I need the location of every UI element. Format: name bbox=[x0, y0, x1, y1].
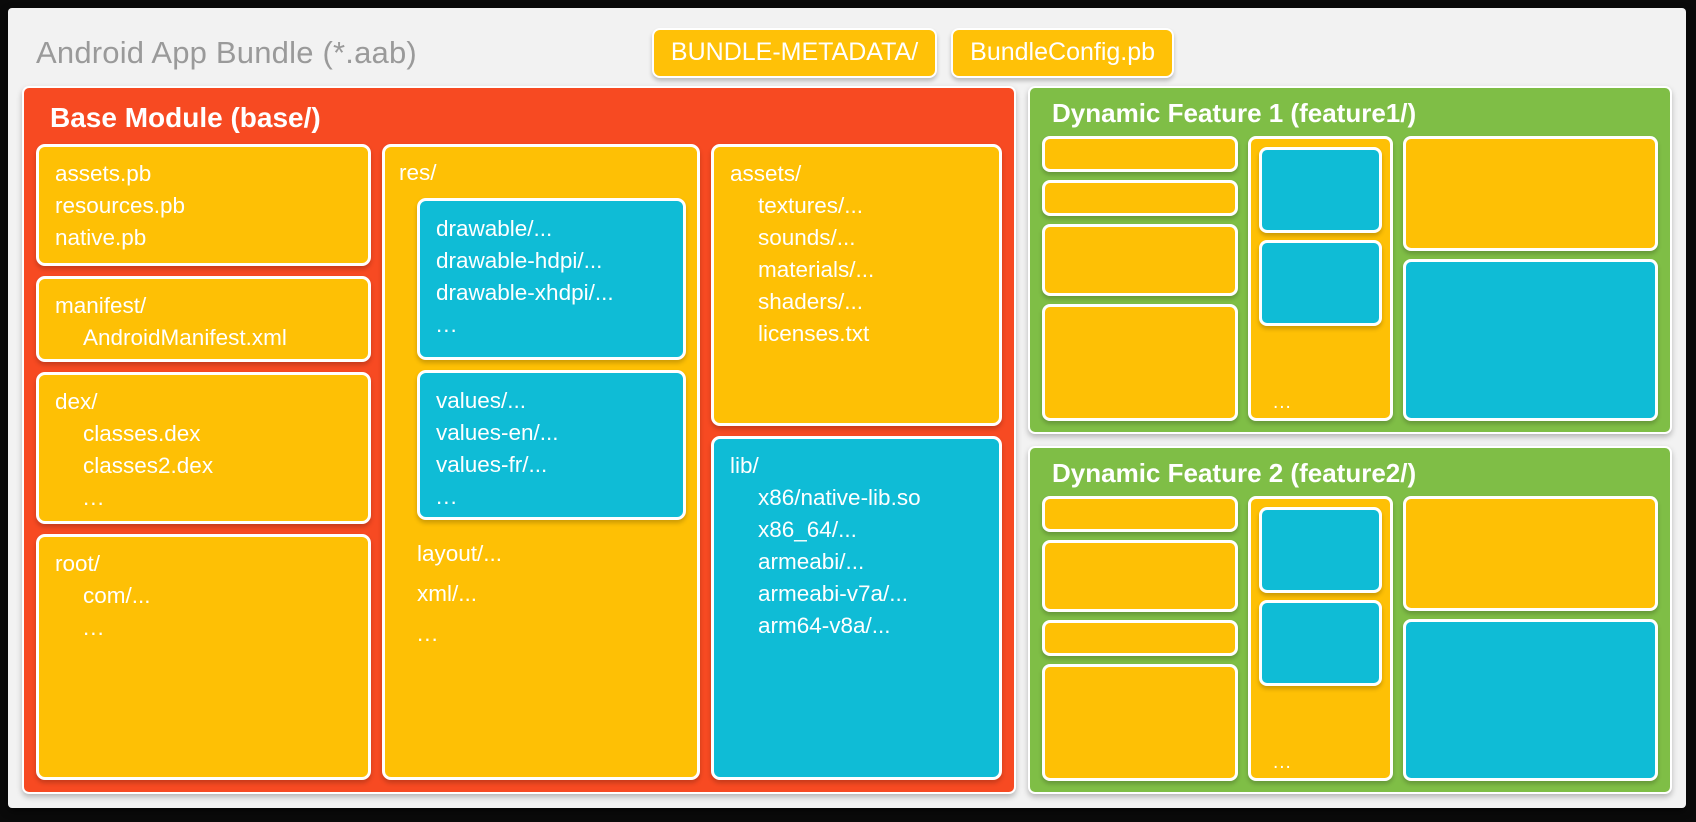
values-line-2: values-en/... bbox=[436, 419, 559, 445]
root-ellipsis: ... bbox=[83, 614, 105, 640]
manifest-dir-label: manifest/ bbox=[55, 293, 147, 318]
page-title: Android App Bundle (*.aab) bbox=[36, 35, 417, 70]
diagram-body: Base Module (base/) assets.pb resources.… bbox=[22, 86, 1672, 794]
drawable-line-1: drawable/... bbox=[436, 215, 553, 241]
diagram-header: Android App Bundle (*.aab) BUNDLE-METADA… bbox=[22, 20, 1672, 86]
manifest-file-label: AndroidManifest.xml bbox=[83, 324, 287, 350]
root-dir-label: root/ bbox=[55, 551, 101, 576]
protos-line-2: resources.pb bbox=[55, 192, 186, 218]
values-line-1: values/... bbox=[436, 387, 527, 413]
feature-2-assets-box[interactable] bbox=[1403, 496, 1658, 611]
assets-licenses: licenses.txt bbox=[758, 320, 870, 346]
res-dir-label: res/ bbox=[399, 160, 437, 185]
feature-2-box-3[interactable] bbox=[1042, 620, 1238, 656]
feature-1-box-4[interactable] bbox=[1042, 304, 1238, 421]
feature-2-res-sub-1[interactable] bbox=[1259, 507, 1382, 593]
dex-ellipsis: ... bbox=[83, 484, 105, 510]
protos-line-1: assets.pb bbox=[55, 161, 152, 186]
lib-armeabi-v7a: armeabi-v7a/... bbox=[758, 580, 909, 606]
assets-dir-label: assets/ bbox=[730, 161, 802, 186]
feature-1-column-1 bbox=[1042, 136, 1238, 421]
feature-1-columns: ... bbox=[1042, 136, 1658, 421]
base-module-title: Base Module (base/) bbox=[50, 102, 321, 133]
feature-2-box-1[interactable] bbox=[1042, 496, 1238, 532]
dynamic-feature-2-panel: Dynamic Feature 2 (feature2/) bbox=[1028, 446, 1672, 794]
base-column-b: res/ drawable/... drawable-hdpi/... draw… bbox=[382, 144, 700, 780]
bundle-metadata-pill[interactable]: BUNDLE-METADATA/ bbox=[651, 27, 938, 79]
manifest-card[interactable]: manifest/ AndroidManifest.xml bbox=[36, 276, 371, 362]
assets-card[interactable]: assets/ textures/... sounds/... material… bbox=[711, 144, 1002, 426]
drawable-line-3: drawable-xhdpi/... bbox=[436, 279, 614, 305]
diagram-page: Android App Bundle (*.aab) BUNDLE-METADA… bbox=[8, 8, 1686, 808]
protos-line-3: native.pb bbox=[55, 224, 147, 250]
feature-2-res-ellipsis: ... bbox=[1273, 752, 1292, 773]
res-drawable-card[interactable]: drawable/... drawable-hdpi/... drawable-… bbox=[417, 197, 686, 360]
feature-2-lib-box[interactable] bbox=[1403, 619, 1658, 781]
feature-1-res-ellipsis: ... bbox=[1273, 392, 1292, 413]
feature-2-res-sub-2[interactable] bbox=[1259, 600, 1382, 686]
feature-1-lib-box[interactable] bbox=[1403, 259, 1658, 421]
feature-1-box-1[interactable] bbox=[1042, 136, 1238, 172]
feature-2-column-1 bbox=[1042, 496, 1238, 781]
res-card[interactable]: res/ drawable/... drawable-hdpi/... draw… bbox=[382, 144, 700, 780]
feature-1-box-2[interactable] bbox=[1042, 180, 1238, 216]
base-module-columns: assets.pb resources.pb native.pb manifes… bbox=[36, 144, 1002, 780]
dynamic-features-column: Dynamic Feature 1 (feature1/) bbox=[1028, 86, 1672, 794]
assets-textures: textures/... bbox=[758, 192, 864, 218]
dex-file-1: classes.dex bbox=[83, 420, 201, 446]
res-ellipsis: ... bbox=[417, 620, 439, 646]
root-card[interactable]: root/ com/... ... bbox=[36, 534, 371, 780]
drawable-line-2: drawable-hdpi/... bbox=[436, 247, 603, 273]
lib-x86: x86/native-lib.so bbox=[758, 484, 921, 510]
dynamic-feature-1-title: Dynamic Feature 1 (feature1/) bbox=[1052, 98, 1417, 128]
feature-2-columns: ... bbox=[1042, 496, 1658, 781]
lib-dir-label: lib/ bbox=[730, 453, 759, 478]
res-layout-label: layout/... bbox=[417, 540, 503, 566]
header-pill-group: BUNDLE-METADATA/ BundleConfig.pb bbox=[651, 27, 1175, 79]
lib-arm64-v8a: arm64-v8a/... bbox=[758, 612, 891, 638]
feature-1-column-3 bbox=[1403, 136, 1658, 421]
feature-2-column-2: ... bbox=[1248, 496, 1393, 781]
assets-shaders: shaders/... bbox=[758, 288, 864, 314]
feature-1-res-sub-1[interactable] bbox=[1259, 147, 1382, 233]
values-line-3: values-fr/... bbox=[436, 451, 548, 477]
dynamic-feature-1-panel: Dynamic Feature 1 (feature1/) bbox=[1028, 86, 1672, 434]
base-module-panel: Base Module (base/) assets.pb resources.… bbox=[22, 86, 1016, 794]
res-values-card[interactable]: values/... values-en/... values-fr/... .… bbox=[417, 369, 686, 520]
dex-card[interactable]: dex/ classes.dex classes2.dex ... bbox=[36, 372, 371, 524]
assets-materials: materials/... bbox=[758, 256, 875, 282]
dex-dir-label: dex/ bbox=[55, 389, 98, 414]
feature-2-box-4[interactable] bbox=[1042, 664, 1238, 781]
lib-x86-64: x86_64/... bbox=[758, 516, 857, 542]
lib-card[interactable]: lib/ x86/native-lib.so x86_64/... armeab… bbox=[711, 436, 1002, 780]
drawable-ellipsis: ... bbox=[436, 311, 458, 337]
feature-1-assets-box[interactable] bbox=[1403, 136, 1658, 251]
root-com-label: com/... bbox=[83, 582, 151, 608]
feature-1-res-sub-2[interactable] bbox=[1259, 240, 1382, 326]
assets-sounds: sounds/... bbox=[758, 224, 856, 250]
lib-armeabi: armeabi/... bbox=[758, 548, 865, 574]
dex-file-2: classes2.dex bbox=[83, 452, 214, 478]
res-xml-label: xml/... bbox=[417, 580, 477, 606]
values-ellipsis: ... bbox=[436, 483, 458, 509]
base-column-a: assets.pb resources.pb native.pb manifes… bbox=[36, 144, 371, 780]
base-column-c: assets/ textures/... sounds/... material… bbox=[711, 144, 1002, 780]
feature-2-res-group[interactable]: ... bbox=[1248, 496, 1393, 781]
dynamic-feature-2-title: Dynamic Feature 2 (feature2/) bbox=[1052, 458, 1417, 488]
feature-2-box-2[interactable] bbox=[1042, 540, 1238, 612]
feature-1-box-3[interactable] bbox=[1042, 224, 1238, 296]
feature-2-column-3 bbox=[1403, 496, 1658, 781]
bundle-config-pill[interactable]: BundleConfig.pb bbox=[951, 27, 1175, 79]
feature-1-res-group[interactable]: ... bbox=[1248, 136, 1393, 421]
protos-card[interactable]: assets.pb resources.pb native.pb bbox=[36, 144, 371, 266]
feature-1-column-2: ... bbox=[1248, 136, 1393, 421]
